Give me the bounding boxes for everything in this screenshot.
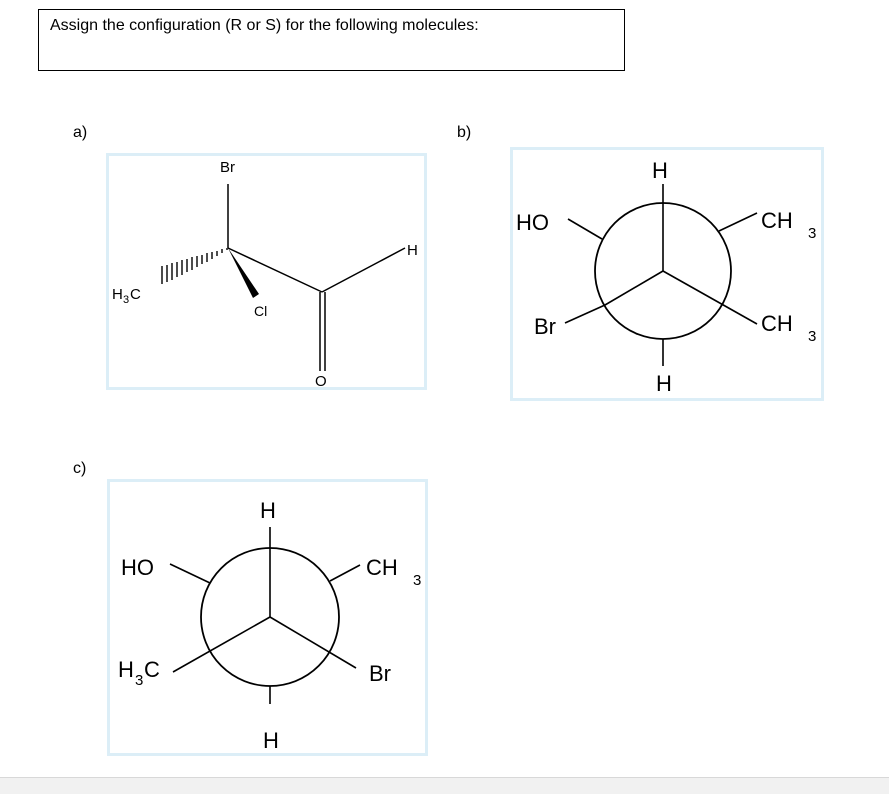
back-bond-upper-right-b [718,212,758,232]
panel-c: H HO CH 3 H 3 C Br H [107,479,428,756]
front-bond-right-c [269,616,357,669]
part-c-label: c) [73,460,87,477]
newman-c-right-sub: 3 [413,572,421,589]
newman-c-br: Br [369,661,391,686]
newman-b-left: HO [516,210,549,235]
newman-c-top: H [260,498,276,523]
panel-a: Br Cl H O H 3 C [106,153,427,390]
newman-b-right-ch: CH [761,208,793,233]
wedge-bond-cl [228,248,259,298]
newman-c-right-ch: CH [366,555,398,580]
bottom-bar [0,777,889,794]
newman-c-h3c-h: H [118,657,134,682]
atom-br-a: Br [220,159,235,176]
atom-methyl-c: C [130,286,141,303]
back-bond-upper-right-c [329,564,361,582]
atom-cl-a: Cl [254,303,267,319]
newman-c-h3c-c: C [144,657,160,682]
structure-a: Br Cl H O H 3 C [112,159,418,390]
question-text: Assign the configuration (R or S) for th… [50,17,479,34]
atom-methyl-3: 3 [123,294,129,306]
back-bond-lower-left-b [564,304,606,324]
atom-methyl-h: H [112,286,123,303]
hashed-bond-methyl [161,248,228,284]
newman-c-h3c-sub: 3 [135,672,143,689]
newman-c: H HO CH 3 H 3 C Br H [118,498,421,753]
bond-h [321,247,406,293]
newman-b-top: H [652,158,668,183]
newman-b-br: Br [534,314,556,339]
atom-h-a: H [407,242,418,259]
newman-b-lower-right-ch: CH [761,311,793,336]
front-bond-left-c [172,616,271,673]
newman-b: H HO CH 3 Br CH 3 H [516,158,816,396]
question-box: Assign the configuration (R or S) for th… [38,9,625,71]
panel-b: H HO CH 3 Br CH 3 H [510,147,824,401]
newman-c-bottom: H [263,728,279,753]
bond-carbonyl [227,247,323,293]
back-bond-upper-left-c [169,563,211,584]
part-a-label: a) [73,124,88,141]
part-b-label: b) [457,124,472,141]
newman-b-lower-right-sub: 3 [808,328,816,345]
newman-b-bottom: H [656,371,672,396]
back-bond-upper-left-b [567,218,603,240]
newman-b-right-sub: 3 [808,225,816,242]
front-bond-right-b [662,270,758,325]
atom-o-a: O [315,373,327,390]
front-bond-left-b [604,270,664,306]
newman-c-left: HO [121,555,154,580]
